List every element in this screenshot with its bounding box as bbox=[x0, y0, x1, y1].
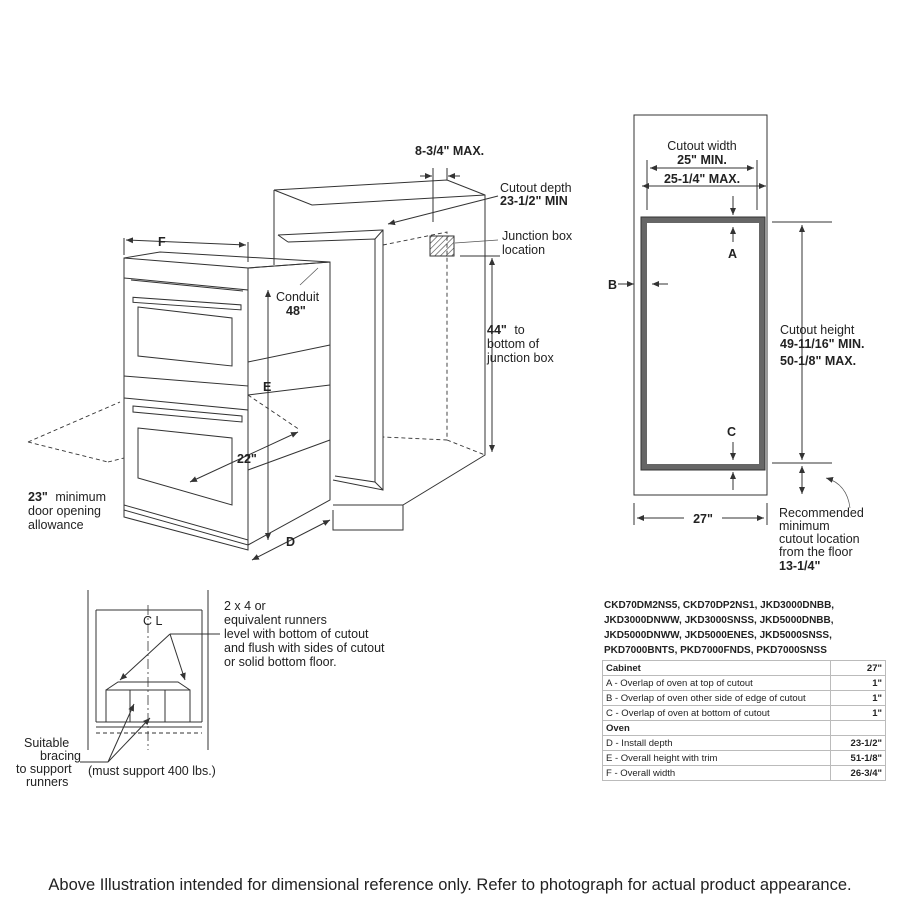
cabinet-header: Cabinet bbox=[602, 660, 831, 676]
model-list: CKD70DM2NS5, CKD70DP2NS1, JKD3000DNBB, J… bbox=[604, 598, 894, 658]
table-row: Cabinet 27" bbox=[602, 660, 886, 676]
row-label: A - Overlap of oven at top of cutout bbox=[602, 675, 831, 691]
row-label: B - Overlap of oven other side of edge o… bbox=[602, 690, 831, 706]
runner-text-2: equivalent runners bbox=[224, 613, 327, 627]
cutout-depth-label: Cutout depth bbox=[500, 181, 572, 195]
cutout-height-label: Cutout height bbox=[780, 323, 855, 337]
junction-box bbox=[429, 235, 455, 257]
cutout-height-min: 49-11/16" MIN. bbox=[780, 337, 864, 351]
table-row: B - Overlap of oven other side of edge o… bbox=[602, 690, 886, 706]
dim-e-label: E bbox=[263, 380, 271, 394]
junction-box-label-2: location bbox=[502, 243, 545, 257]
row-label: C - Overlap of oven at bottom of cutout bbox=[602, 705, 831, 721]
jb-height-line-3: junction box bbox=[486, 351, 554, 365]
cabinet-value: 27" bbox=[830, 660, 886, 676]
centerline-symbol: C L bbox=[143, 614, 163, 628]
row-label: F - Overall width bbox=[602, 765, 831, 781]
cutout-width-label: Cutout width bbox=[667, 139, 737, 153]
row-label: D - Install depth bbox=[602, 735, 831, 751]
floor-location-1: Recommended bbox=[779, 506, 864, 520]
model-line: CKD70DM2NS5, CKD70DP2NS1, JKD3000DNBB, bbox=[604, 600, 835, 611]
table-row: A - Overlap of oven at top of cutout 1" bbox=[602, 675, 886, 691]
label-b: B bbox=[608, 278, 617, 292]
jb-height-line-2: bottom of bbox=[487, 337, 540, 351]
junction-box-label: Junction box bbox=[502, 229, 573, 243]
row-value: 1" bbox=[830, 690, 886, 706]
bracing-text-4: runners bbox=[26, 775, 68, 789]
door-allowance-label: 23" minimum bbox=[28, 490, 106, 504]
floor-location-2: minimum bbox=[779, 519, 830, 533]
door-allowance-line-3: allowance bbox=[28, 518, 84, 532]
support-runners-view bbox=[80, 590, 220, 763]
conduit-value: 48" bbox=[286, 304, 306, 318]
cabinet-isometric bbox=[273, 179, 486, 531]
row-value: 1" bbox=[830, 705, 886, 721]
row-label: E - Overall height with trim bbox=[602, 750, 831, 766]
row-value: 51-1/8" bbox=[830, 750, 886, 766]
dim-d-label: D bbox=[286, 535, 295, 549]
floor-location-3: cutout location bbox=[779, 532, 860, 546]
row-value: 23-1/2" bbox=[830, 735, 886, 751]
cabinet-dimensions bbox=[387, 168, 500, 452]
oven-isometric bbox=[27, 237, 331, 561]
table-row: D - Install depth 23-1/2" bbox=[602, 735, 886, 751]
table-row: F - Overall width 26-3/4" bbox=[602, 765, 886, 781]
cabinet-width-label: 27" bbox=[693, 512, 713, 526]
runner-text-3: level with bottom of cutout bbox=[224, 627, 369, 641]
jb-height-label: 44" to bbox=[487, 323, 525, 337]
spec-table: Cabinet 27" A - Overlap of oven at top o… bbox=[602, 660, 886, 781]
row-value: 26-3/4" bbox=[830, 765, 886, 781]
cutout-front-view bbox=[618, 114, 851, 525]
door-allowance-line-2: door opening bbox=[28, 504, 101, 518]
model-line: JKD5000DNWW, JKD5000ENES, JKD5000SNSS, bbox=[604, 630, 832, 641]
cutout-height-max: 50-1/8" MAX. bbox=[780, 354, 856, 368]
table-row: E - Overall height with trim 51-1/8" bbox=[602, 750, 886, 766]
label-a: A bbox=[728, 247, 737, 261]
model-line: JKD3000DNWW, JKD3000SNSS, JKD5000DNBB, bbox=[604, 615, 834, 626]
runner-text-1: 2 x 4 or bbox=[224, 599, 266, 613]
model-line: PKD7000BNTS, PKD7000FNDS, PKD7000SNSS bbox=[604, 645, 827, 656]
bracing-text-2: bracing bbox=[40, 749, 81, 763]
cutout-width-max: 25-1/4" MAX. bbox=[664, 172, 740, 186]
bracing-text-1: Suitable bbox=[24, 736, 69, 750]
oven-header-value bbox=[830, 720, 886, 736]
runner-text-4: and flush with sides of cutout bbox=[224, 641, 385, 655]
cutout-width-min: 25" MIN. bbox=[677, 153, 727, 167]
table-row: Oven bbox=[602, 720, 886, 736]
dim-f-label: F bbox=[158, 235, 166, 249]
side-max-label: 8-3/4" MAX. bbox=[415, 144, 484, 158]
table-row: C - Overlap of oven at bottom of cutout … bbox=[602, 705, 886, 721]
row-value: 1" bbox=[830, 675, 886, 691]
depth-22-label: 22" bbox=[237, 452, 257, 466]
support-note: (must support 400 lbs.) bbox=[88, 764, 216, 778]
floor-location-value: 13-1/4" bbox=[779, 559, 820, 573]
footer-disclaimer: Above Illustration intended for dimensio… bbox=[48, 876, 852, 894]
runner-text-5: or solid bottom floor. bbox=[224, 655, 337, 669]
floor-location-4: from the floor bbox=[779, 545, 853, 559]
bracing-text-3: to support bbox=[16, 762, 72, 776]
label-c: C bbox=[727, 425, 736, 439]
oven-header: Oven bbox=[602, 720, 831, 736]
cutout-depth-value: 23-1/2" MIN bbox=[500, 194, 568, 208]
conduit-label: Conduit bbox=[276, 290, 320, 304]
